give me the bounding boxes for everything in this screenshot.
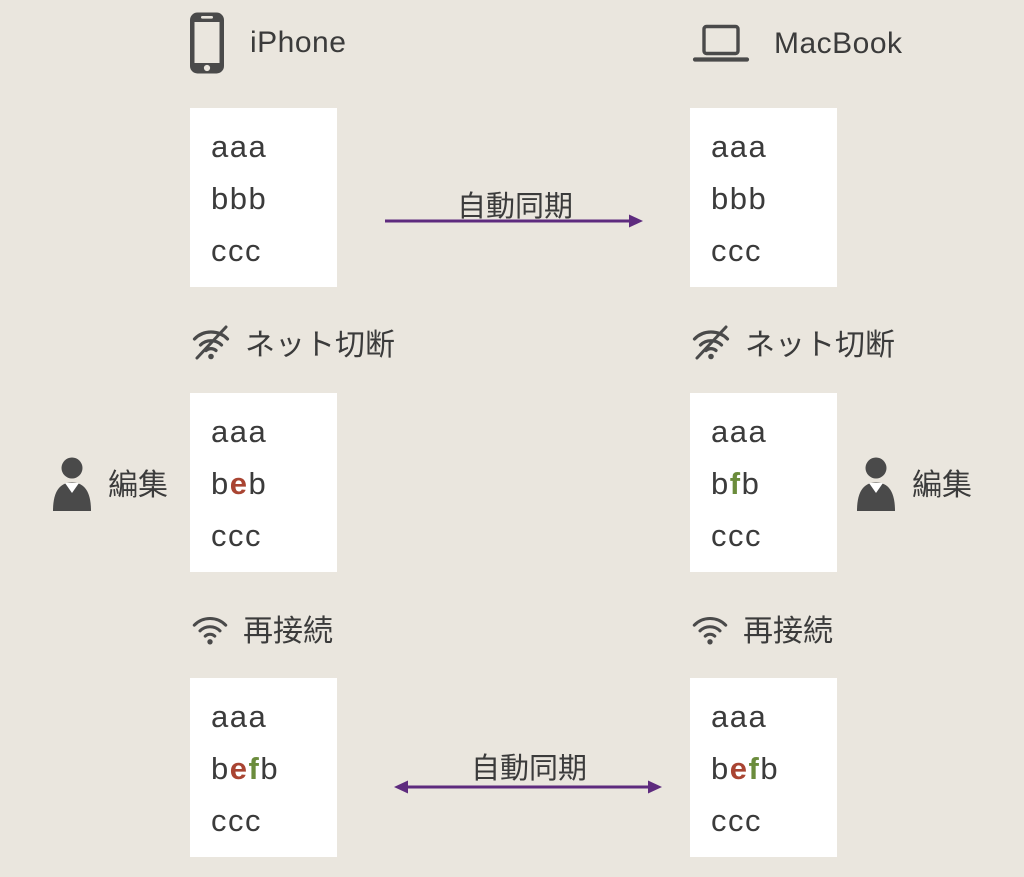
person-icon — [53, 457, 91, 511]
iphone-note-before: aaa bbb ccc — [190, 108, 337, 287]
note-text-line: ccc — [711, 233, 762, 268]
note-text-line: bfb — [711, 466, 761, 501]
wifi-off-icon — [192, 325, 230, 360]
iphone-header: iPhone — [188, 11, 346, 75]
note-text-line: aaa — [211, 414, 268, 449]
edit-left-label: 編集 — [108, 469, 168, 502]
wifi-icon — [192, 617, 228, 645]
reconnect-left-label: 再接続 — [243, 615, 333, 648]
edit-right-row: 編集 — [852, 452, 972, 512]
reconnect-right-label: 再接続 — [743, 615, 833, 648]
note-text-line: beb — [211, 466, 268, 501]
person-icon — [857, 457, 895, 511]
iphone-label: iPhone — [250, 26, 347, 59]
edit-left-row: 編集 — [48, 452, 168, 512]
auto-sync-top-label: 自動同期 — [456, 191, 573, 223]
auto-sync-top-arrow — [385, 214, 643, 228]
macbook-label: MacBook — [774, 27, 903, 60]
macbook-note-merged: aaa befb ccc — [690, 678, 837, 857]
note-text-line: ccc — [211, 233, 262, 268]
note-text-line: befb — [211, 751, 280, 786]
macbook-header: MacBook — [692, 24, 903, 64]
net-disconnect-right-label: ネット切断 — [745, 329, 895, 362]
note-text-line: ccc — [211, 803, 262, 838]
reconnect-left-row: 再接続 — [190, 604, 333, 652]
note-text-line: aaa — [711, 414, 768, 449]
macbook-note-edited: aaa bfb ccc — [690, 393, 837, 572]
iphone-note-merged: aaa befb ccc — [190, 678, 337, 857]
note-text-line: aaa — [211, 699, 268, 734]
edit-right-label: 編集 — [912, 469, 972, 502]
auto-sync-bottom-label: 自動同期 — [470, 753, 587, 785]
net-disconnect-right-row: ネット切断 — [690, 318, 895, 366]
note-text-line: aaa — [211, 129, 268, 164]
note-text-line: aaa — [711, 699, 768, 734]
note-text-line: bbb — [711, 181, 768, 216]
note-text-line: ccc — [711, 803, 762, 838]
wifi-icon — [692, 617, 728, 645]
note-text-line: aaa — [711, 129, 768, 164]
note-text-line: ccc — [211, 518, 262, 553]
iphone-note-edited: aaa beb ccc — [190, 393, 337, 572]
auto-sync-bottom-arrow — [394, 780, 662, 794]
reconnect-right-row: 再接続 — [690, 604, 833, 652]
note-text-line: ccc — [711, 518, 762, 553]
note-text-line: bbb — [211, 181, 268, 216]
iphone-icon — [190, 12, 224, 74]
macbook-note-before: aaa bbb ccc — [690, 108, 837, 287]
net-disconnect-left-row: ネット切断 — [190, 318, 395, 366]
wifi-off-icon — [692, 325, 730, 360]
net-disconnect-left-label: ネット切断 — [245, 329, 395, 362]
note-text-line: befb — [711, 751, 780, 786]
macbook-icon — [692, 24, 750, 62]
